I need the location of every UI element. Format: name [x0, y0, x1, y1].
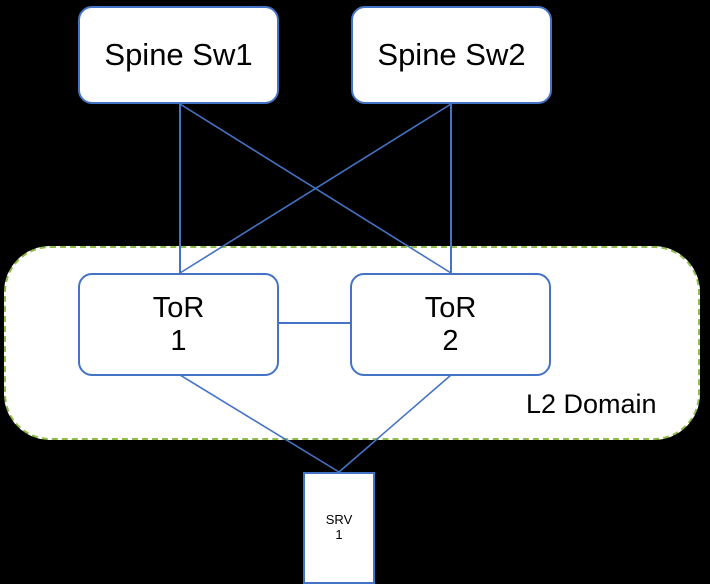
node-srv-1[interactable]: SRV 1 [303, 472, 375, 584]
l2-domain-label: L2 Domain [526, 389, 657, 419]
node-tor-1-label-line2: 1 [170, 324, 187, 357]
link-spine2-tor1 [179, 103, 452, 274]
node-tor-2-label-line1: ToR [424, 292, 477, 325]
link-tor2-srv1 [338, 374, 452, 473]
link-tor1-srv1 [179, 374, 340, 473]
node-spine-sw1-label: Spine Sw1 [104, 36, 253, 72]
node-srv-1-label-line1: SRV [325, 512, 353, 528]
node-spine-sw2[interactable]: Spine Sw2 [351, 6, 552, 104]
node-tor-2[interactable]: ToR 2 [350, 273, 551, 376]
node-tor-1[interactable]: ToR 1 [78, 273, 279, 376]
node-spine-sw1[interactable]: Spine Sw1 [78, 6, 279, 104]
node-tor-1-label-line1: ToR [152, 292, 205, 325]
node-spine-sw2-label: Spine Sw2 [377, 36, 526, 72]
node-tor-2-label-line2: 2 [442, 324, 459, 357]
node-srv-1-label-line2: 1 [335, 527, 343, 542]
